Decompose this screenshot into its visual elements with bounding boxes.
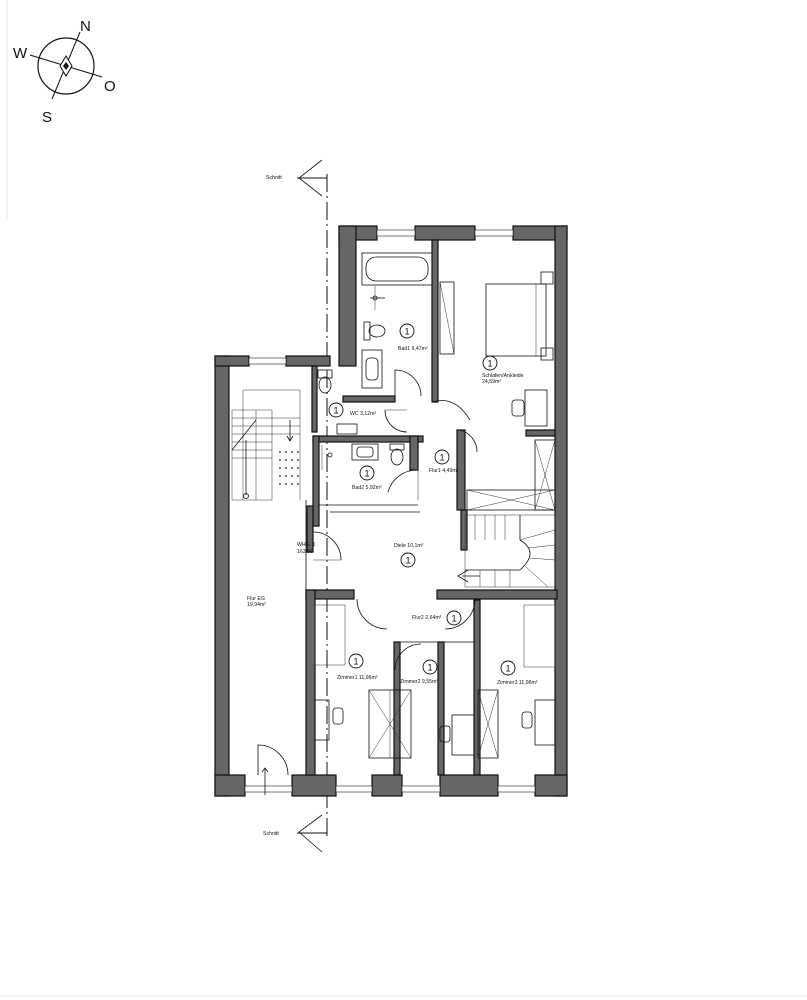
room-label-flur2: Flur2 2,64m² <box>412 615 442 621</box>
svg-text:1: 1 <box>427 663 432 673</box>
svg-text:1: 1 <box>487 359 492 369</box>
zimmer2-desk-icon <box>439 714 475 756</box>
zimmer1-wardrobe-icon <box>368 689 412 759</box>
shower-icon <box>370 286 385 310</box>
staircase-left <box>231 409 300 501</box>
zimmer3-desk-icon <box>521 699 556 746</box>
room-marker-zimmer2: 1 <box>422 659 438 675</box>
room-label-bad2: Bad2 5,92m² <box>352 485 382 491</box>
room-label-zimmer1: Zimmer1 11,96m² <box>337 675 378 681</box>
room-marker-wc: 1 <box>328 402 344 418</box>
svg-text:1: 1 <box>404 327 409 337</box>
desk-bedroom-icon <box>511 389 548 427</box>
room-label-flur1: Flur1 4,49m² <box>429 468 459 474</box>
room-marker-zimmer1: 1 <box>348 653 364 669</box>
room-marker-zimmer3: 1 <box>500 660 516 676</box>
room-label-diele: Diele 10,1m² <box>394 543 424 549</box>
room-marker-schlafen: 1 <box>482 355 498 371</box>
room-label-flur-eg: Flur EG <box>247 596 265 602</box>
svg-text:1: 1 <box>333 406 338 416</box>
compass-south-label: S <box>42 109 52 126</box>
closet-bedroom-icon <box>534 439 556 511</box>
room-marker-flur1: 1 <box>434 449 450 465</box>
room-label-zimmer3: Zimmer3 11,96m² <box>497 680 538 686</box>
room-label-flur-eg-area: 19,94m² <box>247 602 266 608</box>
compass-north-label: N <box>80 18 91 35</box>
staircase-right <box>457 514 556 588</box>
svg-text:1: 1 <box>439 453 444 463</box>
room-label-whg-area: 163,56 <box>297 549 313 555</box>
room-marker-diele: 1 <box>400 552 416 568</box>
dots-grid <box>279 451 299 485</box>
section-mark-bottom-label: Schnitt <box>263 831 279 837</box>
toilet-icon <box>363 321 386 341</box>
bed-icon <box>485 271 554 361</box>
zimmer1-desk-icon <box>314 699 344 741</box>
windows <box>244 229 536 793</box>
room-marker-bad2: 1 <box>359 465 375 481</box>
room-label-whg: WHG. 1 <box>297 542 316 548</box>
door-swings <box>257 369 478 795</box>
bad2-shower-icon <box>321 445 333 470</box>
room-label-bad1: Bad1 9,47m² <box>398 346 428 352</box>
sink-icon <box>361 349 383 389</box>
section-mark-top-label: Schnitt <box>266 175 282 181</box>
section-line <box>297 159 328 853</box>
closet-bedroom-low-icon <box>466 489 556 511</box>
zimmer1-bed-icon <box>314 604 346 666</box>
bad2-sink-icon <box>351 443 379 461</box>
room-label-wc: WC 3,12m² <box>350 411 377 417</box>
svg-text:1: 1 <box>364 469 369 479</box>
compass-west-label: W <box>13 45 28 62</box>
svg-text:1: 1 <box>505 664 510 674</box>
wc-sink-icon <box>336 423 358 435</box>
zimmer3-bed-icon <box>523 604 556 668</box>
exterior-walls <box>214 225 568 797</box>
wc-toilet-icon <box>317 369 333 394</box>
svg-text:1: 1 <box>353 657 358 667</box>
room-marker-bad1: 1 <box>399 323 415 339</box>
bathtub-icon <box>361 252 433 286</box>
compass-east-label: O <box>104 78 116 95</box>
svg-text:1: 1 <box>451 614 456 624</box>
compass-rose-icon <box>29 31 103 100</box>
partitions <box>242 389 474 770</box>
room-marker-flur2: 1 <box>446 610 462 626</box>
room-label-schlafen: Schlafen/Ankleide <box>482 373 524 379</box>
wardrobe-icon <box>439 281 455 355</box>
zimmer3-wardrobe-icon <box>477 689 499 759</box>
bad2-toilet-icon <box>389 443 405 466</box>
svg-text:1: 1 <box>405 556 410 566</box>
room-label-zimmer2: Zimmer2 9,55m² <box>400 679 438 685</box>
room-label-schlafen-area: 24,59m² <box>482 379 501 385</box>
